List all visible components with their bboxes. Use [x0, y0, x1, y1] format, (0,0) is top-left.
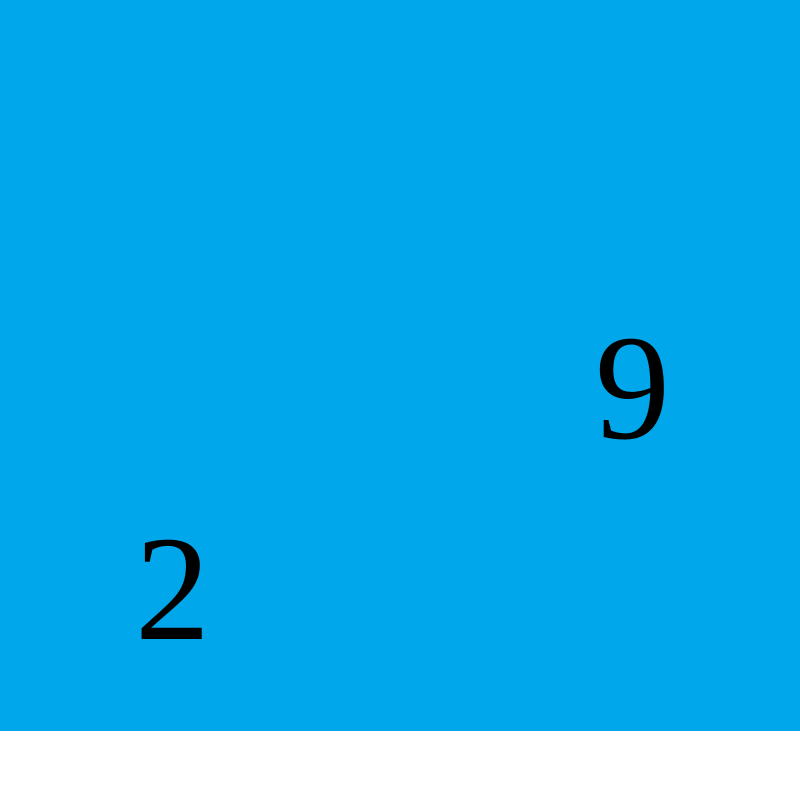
white-bottom-strip: [0, 731, 800, 800]
digit-nine: 9: [595, 305, 670, 471]
digit-two: 2: [135, 506, 210, 672]
blue-background-panel: [0, 0, 800, 731]
